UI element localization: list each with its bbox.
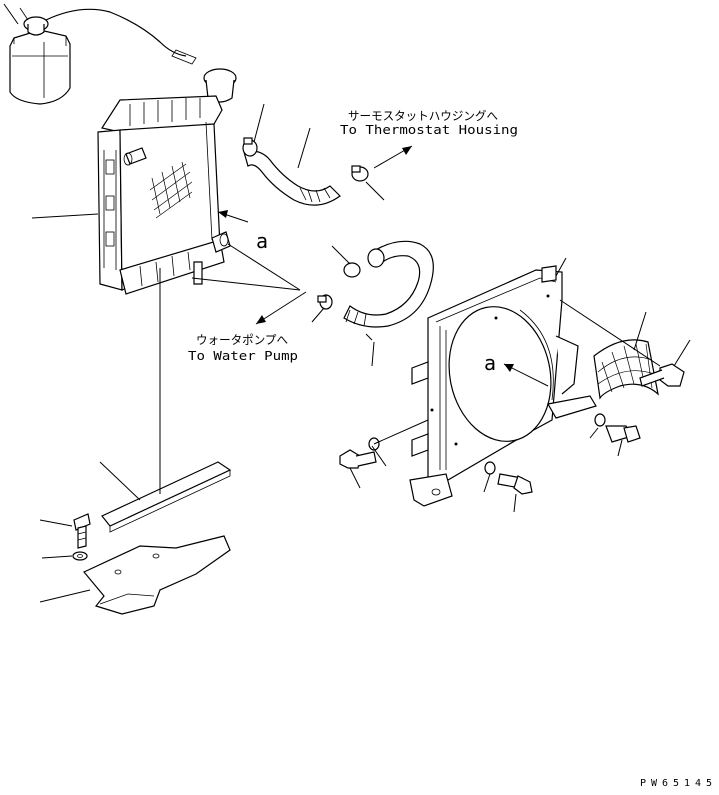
core-hatch — [149, 161, 193, 219]
bracket-plate — [83, 535, 231, 615]
washer-shroud-right — [594, 413, 606, 427]
bolt-shroud-bottom — [497, 473, 533, 495]
mount-rubber — [101, 461, 232, 533]
label-waterpump-en: To Water Pump — [188, 349, 298, 363]
hose-clamp-lower-1 — [343, 262, 361, 278]
fan-shroud — [409, 265, 597, 507]
overflow-tube — [45, 8, 187, 57]
hose-clamp-lower-2 — [317, 294, 333, 310]
shroud-cover — [593, 339, 659, 400]
label-thermostat-en: To Thermostat Housing — [340, 123, 518, 137]
arrow-to-thermostat — [373, 145, 413, 169]
upper-hose — [243, 150, 341, 206]
leader-lines — [3, 3, 691, 603]
label-waterpump-jp: ウォータポンプへ — [196, 333, 288, 347]
drawing-number: PW65145 — [640, 778, 712, 789]
label-thermostat-jp: サーモスタットハウジングへ — [348, 109, 498, 123]
radiator — [97, 68, 237, 295]
bolt-shroud-upper-right — [639, 363, 685, 387]
bolt-shroud-left — [339, 449, 377, 469]
arrow-to-water-pump — [255, 291, 307, 325]
arrow-ref-a-shroud — [503, 363, 549, 387]
bolt-shroud-right — [605, 425, 641, 443]
bolt-bracket — [73, 513, 91, 549]
hose-clamp-upper-1 — [242, 137, 258, 157]
lower-hose — [343, 240, 434, 328]
washer-bracket — [72, 551, 88, 561]
arrow-ref-a-radiator — [217, 210, 249, 223]
label-ref-a-shroud: a — [484, 351, 496, 375]
washer-shroud-bottom — [484, 461, 496, 475]
reserve-tank — [9, 7, 71, 105]
hose-clamp-upper-2 — [351, 165, 369, 182]
label-ref-a-radiator: a — [256, 229, 268, 253]
